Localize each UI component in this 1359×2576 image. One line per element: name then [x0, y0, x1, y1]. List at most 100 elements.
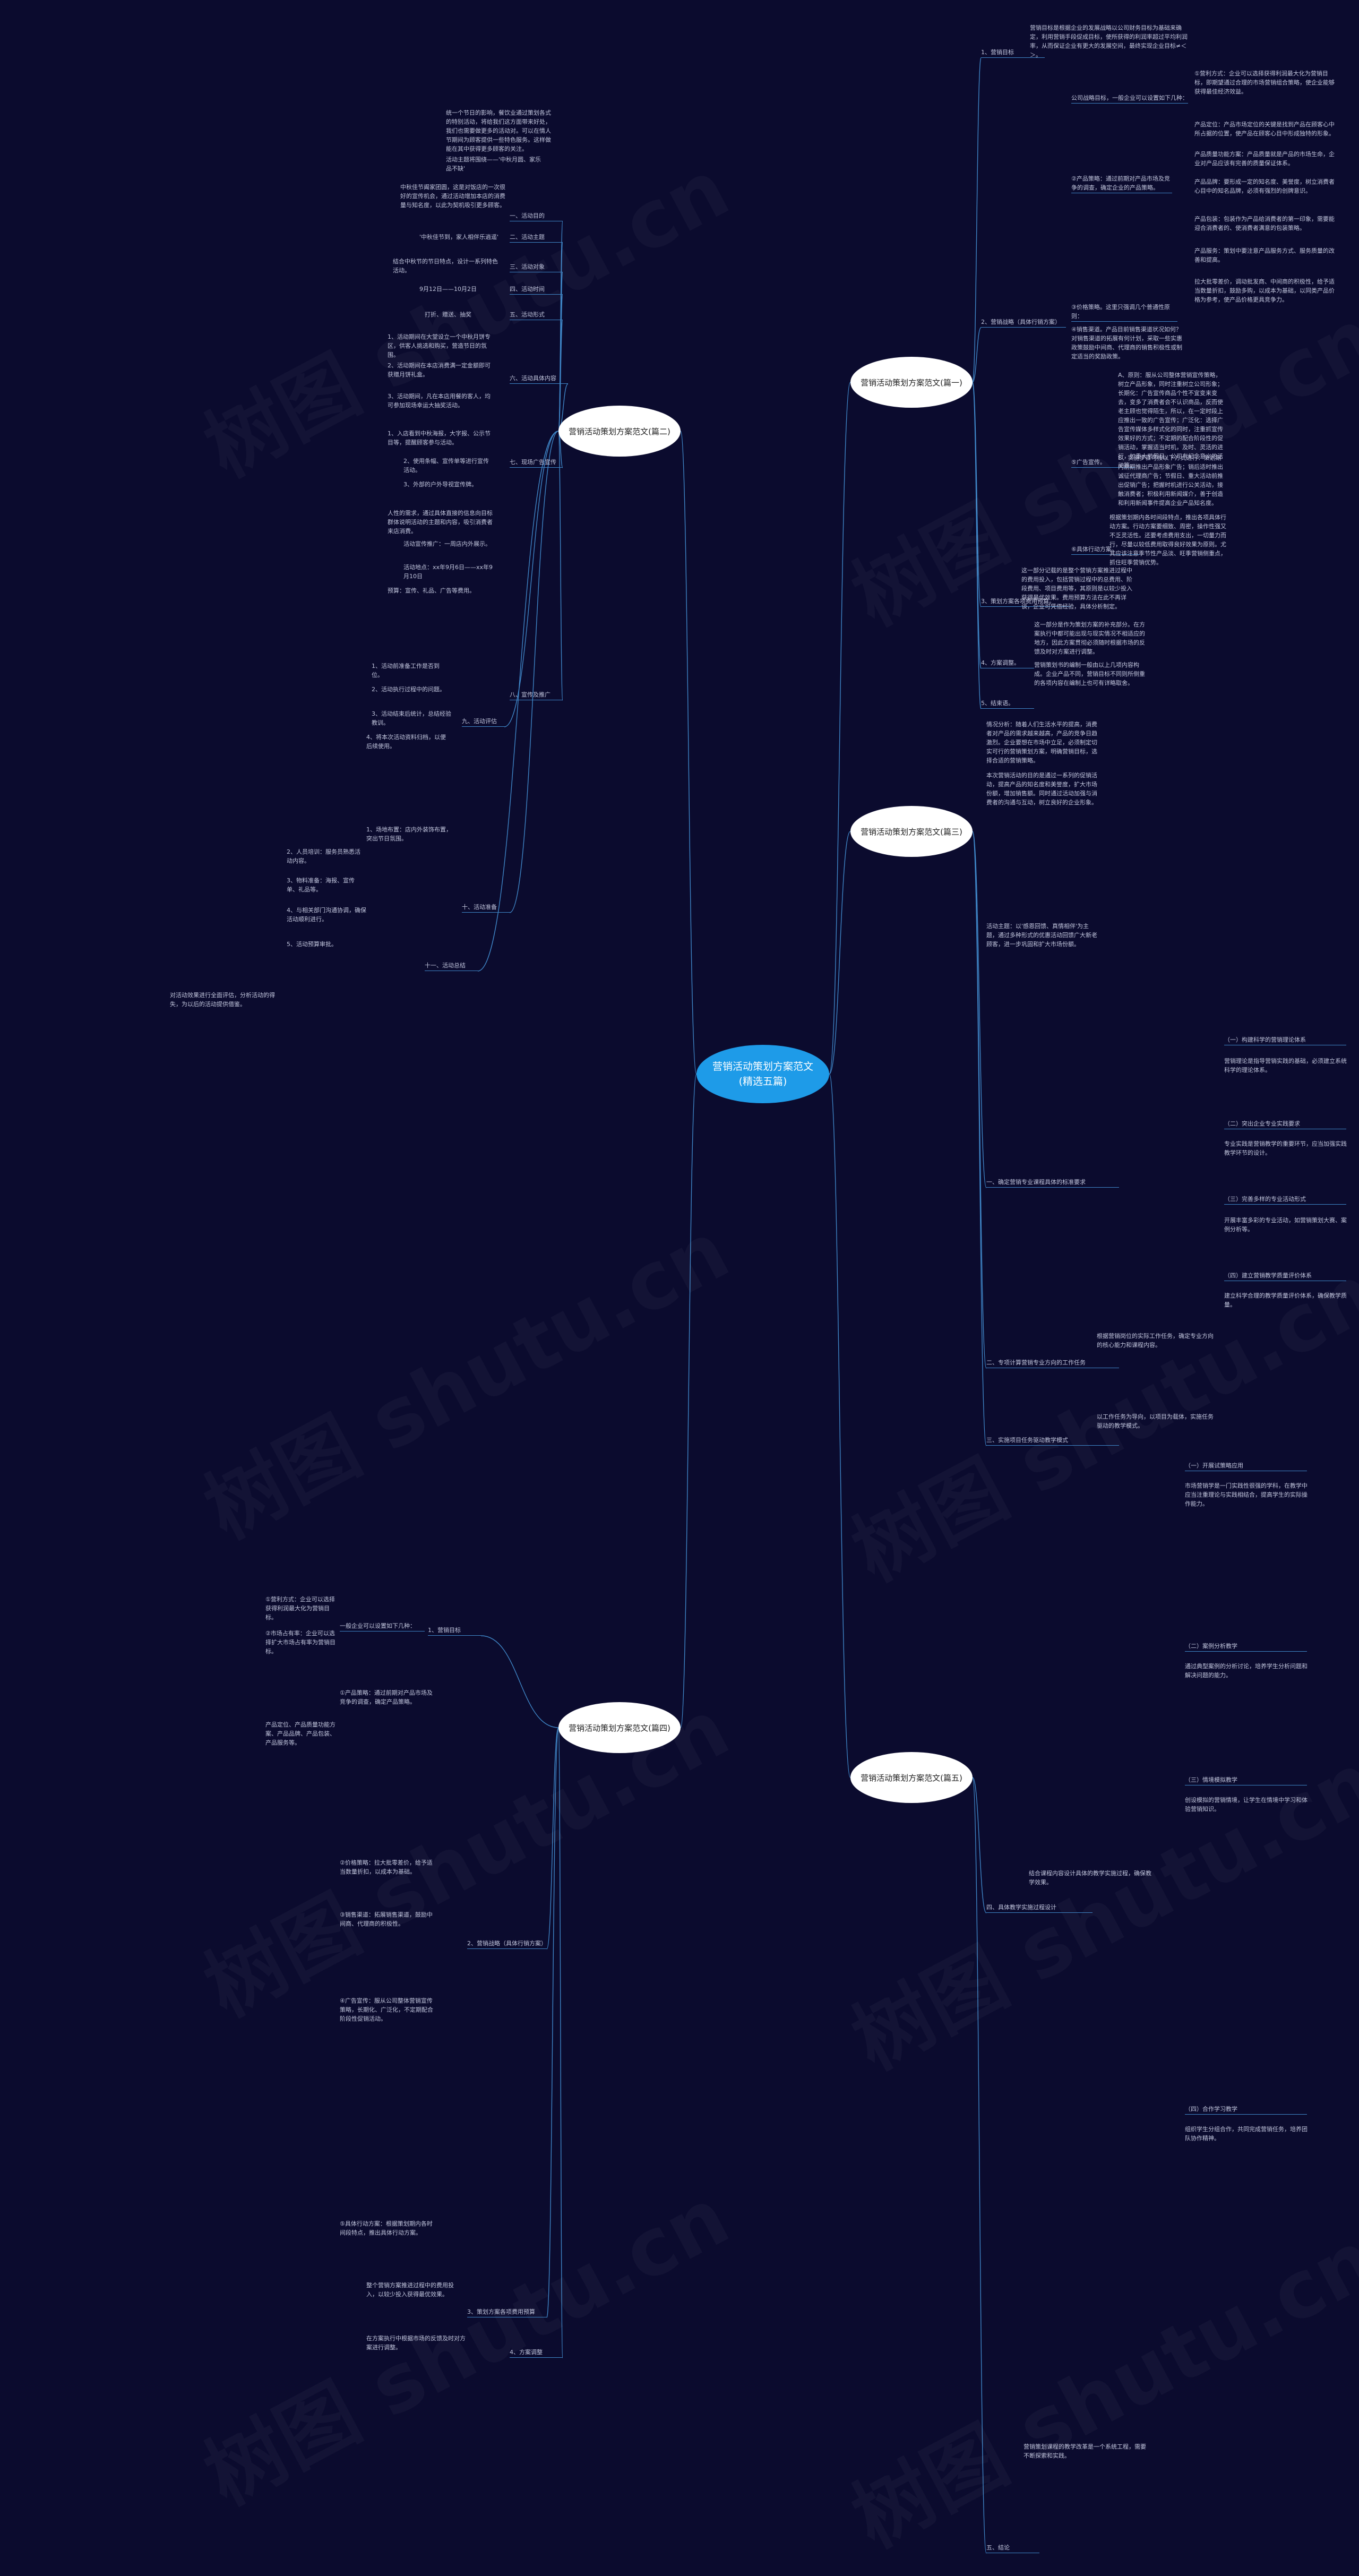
b5-node-2t: 通过典型案例的分析讨论，培养学生分析问题和解决问题的能力。 [1185, 1663, 1308, 1679]
b3-node-1a[interactable]: （一）构建科学的营销理论体系 [1224, 1035, 1346, 1045]
b2-node-7b: 2、使用条幅、宣传单等进行宣传活动。 [403, 458, 489, 474]
b3-node-1d[interactable]: （四）建立营销教学质量评价体系 [1224, 1271, 1346, 1281]
b4-node-1a[interactable]: 一般企业可以设置如下几种： [340, 1621, 425, 1632]
b3-section-1[interactable]: 一、确定营销专业课程具体的标准要求 [986, 1178, 1119, 1188]
b2-intro: 统一个节日的影响，餐饮业通过策划各式的特别活动，将给我们这方面带来好处，我们也需… [446, 109, 551, 152]
b5-section-4[interactable]: 四、具体教学实施过程设计 [986, 1903, 1093, 1913]
b2-node-10e: 5、活动预算审批。 [287, 941, 337, 948]
b2-section-7[interactable]: 七、现场广告宣传 [510, 458, 563, 468]
b2-section-5[interactable]: 五、活动形式 [510, 310, 563, 320]
b5-node-4t: 组织学生分组合作，共同完成营销任务，培养团队协作精神。 [1185, 2126, 1308, 2142]
edge-b1-section-1 [972, 57, 982, 383]
b1-section-4-text: 这一部分是作为策划方案的补充部分。在方案执行中都可能出现与现实情况不相适应的地方… [1034, 621, 1145, 655]
b1-section-4[interactable]: 4、方案调整。 [981, 658, 1034, 668]
b2-section-3[interactable]: 三、活动对象 [510, 262, 563, 272]
b1-node-2f[interactable]: ⑥具体行动方案。 [1071, 545, 1140, 555]
edge-b2-section-11 [477, 431, 559, 972]
b2-node-1b: 中秋佳节阖家团圆，这是对饭店的一次很好的宣传机会，通过活动增加本店的消费量与知名… [400, 184, 505, 209]
b4-node-2c: ③销售渠道：拓展销售渠道，鼓励中间商、代理商的积极性。 [340, 1911, 433, 1927]
b2-node-10a: 1、场地布置：店内外装饰布置，突出节日氛围。 [366, 826, 452, 842]
b3-node-1d1: 建立科学合理的教学质量评价体系，确保教学质量。 [1224, 1292, 1347, 1308]
b3-node-2t: 根据营销岗位的实际工作任务，确定专业方向的核心能力和课程内容。 [1097, 1333, 1214, 1349]
b2-section-4[interactable]: 四、活动时间 [510, 285, 563, 295]
b1-node-2b[interactable]: ②产品策略：通过前期对产品市场及竞争的调查，确定企业的产品策略。 [1071, 174, 1172, 193]
b1-section-1[interactable]: 1、营销目标 [981, 48, 1045, 58]
b4-section-3[interactable]: 3、策划方案各项费用预算 [467, 2307, 547, 2317]
b5-node-4[interactable]: （四）合作学习教学 [1185, 2105, 1307, 2115]
b2-node-10d: 4、与相关部门沟通协调，确保活动顺利进行。 [287, 907, 366, 923]
b2-node-9c: 3、活动结束后统计，总结经验教训。 [372, 710, 451, 726]
b2-node-6a: 1、活动期间在大堂设立一个中秋月饼专区，供客人挑选和购买，营造节日的氛围。 [388, 333, 491, 358]
b4-node-3t: 整个营销方案推进过程中的费用投入，以较少投入获得最优效果。 [366, 2282, 454, 2298]
b4-section-4[interactable]: 4、方案调整 [510, 2348, 563, 2358]
b5-node-1[interactable]: （一）开展试策略应用 [1185, 1461, 1307, 1471]
b3-section-2[interactable]: 二、专项计算营销专业方向的工作任务 [986, 1358, 1119, 1368]
b2-section-8[interactable]: 八、宣传及推广 [510, 690, 563, 700]
branch-node-2[interactable]: 营销活动策划方案范文(篇二) [558, 406, 681, 457]
b1-node-2c[interactable]: ③价格策略。这里只强调几个普通性原则： [1071, 303, 1177, 322]
b1-section-1-text: 营销目标是根据企业的发展战略以公司财务目标为基础来确定，利用营销手段促成目标，使… [1030, 24, 1188, 58]
b3-node-1b1: 专业实践是营销教学的重要环节，应当加强实践教学环节的设计。 [1224, 1140, 1347, 1156]
branch-node-3[interactable]: 营销活动策划方案范文(篇三) [850, 806, 973, 857]
edge-root-m4 [680, 1074, 697, 1728]
b5-node-3[interactable]: （三）情境模拟教学 [1185, 1775, 1307, 1785]
b2-node-8b: 活动宣传推广：一周店内外展示。 [403, 540, 491, 547]
b3-intro-2: 本次营销活动的目的是通过一系列的促销活动，提高产品的知名度和美誉度，扩大市场份额… [986, 772, 1097, 806]
b3-intro-1: 情况分析：随着人们生活水平的提高，消费者对产品的需求越来越高，产品的竞争日趋激烈… [986, 721, 1097, 764]
b4-section-2[interactable]: 2、营销战略（具体行销方案） [467, 1939, 547, 1949]
b1-section-5[interactable]: 5、结束语。 [981, 699, 1034, 709]
b1-node-2e1: A、原则：服从公司整体营销宣传策略，树立产品形象，同时注重树立公司形象；长期化：… [1118, 372, 1223, 469]
b2-section-10[interactable]: 十、活动准备 [462, 903, 510, 913]
b2-node-10b: 2、人员培训：服务员熟悉活动内容。 [287, 848, 360, 864]
b2-section-6[interactable]: 六、活动具体内容 [510, 374, 568, 384]
root-node[interactable]: 营销活动策划方案范文(精选五篇) [696, 1045, 829, 1103]
b1-node-2a1: ①营利方式：企业可以选择获得利润最大化为营销目标，即期望通过合理的市场营销组合策… [1194, 70, 1335, 95]
edge-root-m5 [829, 1074, 851, 1778]
branch-node-4[interactable]: 营销活动策划方案范文(篇四) [558, 1702, 681, 1753]
b2-section-1[interactable]: 一、活动目的 [510, 211, 563, 221]
b2-node-9b: 2、活动执行过程中的问题。 [372, 686, 445, 693]
b2-section-11[interactable]: 十一、活动总结 [425, 961, 478, 971]
b3-node-1c1: 开展丰富多彩的专业活动，如营销策划大赛、案例分析等。 [1224, 1217, 1347, 1233]
b1-node-2a[interactable]: 公司战略目标，一般企业可以设置如下几种： [1071, 93, 1188, 104]
edge-b3-section-3 [972, 831, 987, 1446]
b2-node-2t: 结合中秋节的节日特点，设计一系列特色活动。 [393, 258, 498, 274]
b4-node-2e: ⑤具体行动方案：根据策划期内各时间段特点，推出具体行动方案。 [340, 2220, 433, 2236]
b1-node-2e2: B、实施步骤可按以下方式进行：策划期内前期推出产品形象广告；销后适时推出诚征代理… [1118, 454, 1223, 506]
b3-node-1a1: 营销理论是指导营销实践的基础，必须建立系统科学的理论体系。 [1224, 1058, 1347, 1074]
b1-section-2[interactable]: 2、营销战略（具体行销方案） [981, 317, 1066, 328]
b2-section-9[interactable]: 九、活动评估 [462, 717, 504, 727]
b5-node-2[interactable]: （二）案例分析教学 [1185, 1642, 1307, 1652]
b1-section-5-text: 营销策划书的编制一般由以上几项内容构成。企业产品不同，营销目标不同则所侧重的各项… [1034, 662, 1145, 686]
b2-node-9a: 1、活动前准备工作是否到位。 [372, 663, 440, 679]
b1-section-3[interactable]: 3、策划方案各项费用预算。 [981, 597, 1071, 607]
edge-b1-section-5 [972, 382, 982, 709]
edge-b4-section-4 [558, 1727, 563, 2358]
b4-section-1[interactable]: 1、营销目标 [428, 1626, 481, 1636]
edge-b4-section-1 [480, 1635, 559, 1728]
b2-node-8d: 预算：宣传、礼品、广告等费用。 [388, 587, 475, 594]
b4-node-1a2: ②市场占有率：企业可以选择扩大市场占有率为营销目标。 [265, 1630, 336, 1655]
b1-node-2b1: 产品定位：产品市场定位的关键是找到产品在顾客心中所占据的位置，使产品在顾客心目中… [1194, 121, 1335, 137]
branch-node-5[interactable]: 营销活动策划方案范文(篇五) [850, 1752, 973, 1803]
edge-root-m1 [829, 382, 851, 1075]
b2-node-11t: 对活动效果进行全面评估，分析活动的得失，为以后的活动提供借鉴。 [170, 992, 275, 1008]
b3-node-1c[interactable]: （三）完善多样的专业活动形式 [1224, 1195, 1346, 1205]
edge-b5-section-4 [972, 1777, 987, 1913]
b1-node-2e[interactable]: ⑤广告宣传。 [1071, 458, 1135, 468]
edge-b1-section-2 [972, 327, 982, 383]
b5-section-5-text: 营销策划课程的教学改革是一个系统工程，需要不断探索和实践。 [1023, 2443, 1146, 2459]
b2-node-7c: 3、外部的户外导视宣传牌。 [403, 481, 477, 488]
branch-node-1[interactable]: 营销活动策划方案范文(篇一) [850, 357, 973, 408]
b4-node-1a1: ①营利方式：企业可以选择获得利润最大化为营销目标。 [265, 1596, 335, 1621]
b3-node-1b[interactable]: （二）突出企业专业实践要求 [1224, 1119, 1346, 1129]
b1-node-2b3: 产品品牌：要形成一定的知名度、美誉度，树立消费者心目中的知名品牌，必须有强烈的创… [1194, 178, 1335, 194]
edge-b2-section-10 [509, 431, 559, 913]
b4-node-4t: 在方案执行中根据市场的反馈及时对方案进行调整。 [366, 2335, 466, 2351]
edge-b5-section-5 [972, 1777, 987, 2554]
b5-section-5[interactable]: 五、结论 [986, 2543, 1039, 2553]
b3-section-3[interactable]: 三、实施项目任务驱动教学模式 [986, 1436, 1119, 1446]
b2-section-2[interactable]: 二、活动主题 [510, 233, 563, 243]
b1-node-2f1: 根据策划期内各时间段特点，推出各项具体行动方案。行动方案要细致、周密，操作性强又… [1109, 514, 1226, 566]
